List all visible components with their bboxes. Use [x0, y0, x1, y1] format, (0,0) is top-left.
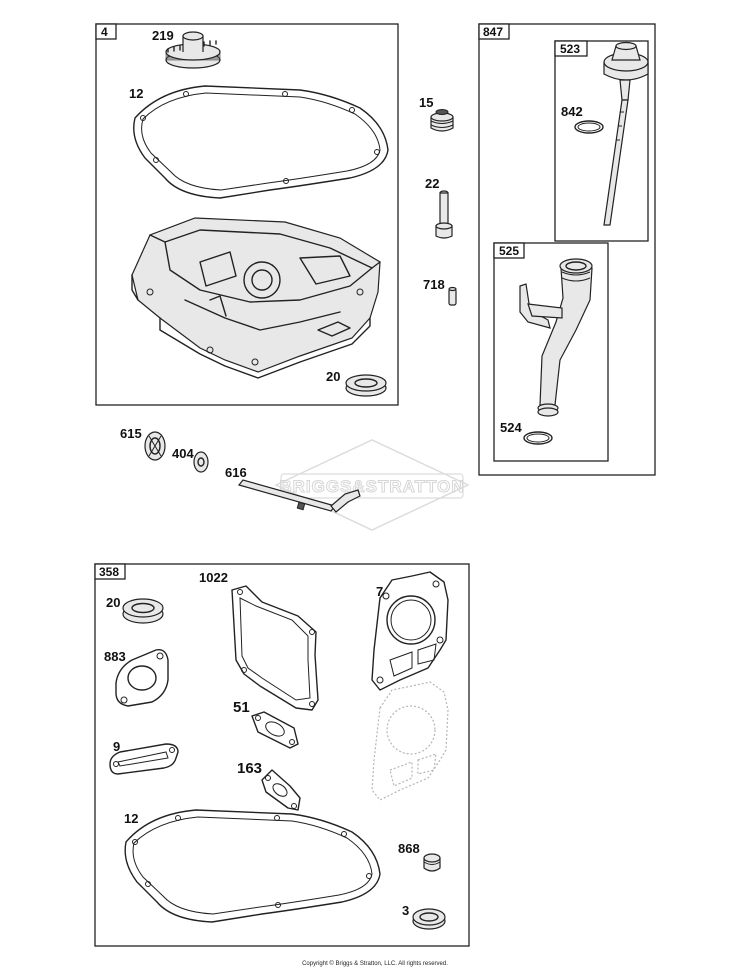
dipstick-box-label: 523 — [560, 42, 580, 56]
seal-3-part — [412, 908, 446, 930]
gasket-883-part — [115, 649, 169, 707]
callout-219: 219 — [152, 28, 174, 43]
head-gasket-ghost-part — [371, 681, 449, 801]
callout-22: 22 — [425, 176, 439, 191]
valve-seal-part — [423, 853, 441, 872]
callout-718: 718 — [423, 277, 445, 292]
gasket-9-part — [109, 743, 179, 775]
dipstick-tube-part — [519, 258, 593, 417]
sump-housing-part — [131, 217, 381, 379]
callout-163: 163 — [237, 760, 262, 777]
dowel-pin-part — [448, 286, 457, 306]
tube-box-label: 525 — [499, 244, 519, 258]
dipstick-kit-box: 847 523 525 — [478, 23, 656, 476]
drain-plug-part — [430, 109, 454, 132]
callout-842: 842 — [561, 104, 583, 119]
gasket-1022-part — [231, 585, 319, 711]
callout-7: 7 — [376, 584, 383, 599]
cam-gear-part — [165, 31, 221, 69]
sump-gasket-top — [133, 85, 389, 199]
gasket-set-box: 358 — [94, 563, 470, 947]
callout-1022: 1022 — [199, 570, 228, 585]
callout-20-kit: 20 — [106, 595, 120, 610]
dipstick-oring-part — [574, 120, 604, 134]
callout-12-bottom: 12 — [124, 811, 138, 826]
callout-9: 9 — [113, 739, 120, 754]
brand-watermark: BRIGGS&STRATTON — [274, 439, 470, 531]
governor-part — [144, 431, 166, 461]
oil-seal-top-part — [345, 374, 387, 397]
tube-oring-part — [523, 431, 553, 445]
sump-gasket-bottom — [124, 809, 381, 923]
callout-3: 3 — [402, 903, 409, 918]
callout-15: 15 — [419, 95, 433, 110]
head-gasket-part — [371, 571, 449, 691]
dipstick-kit-box-label: 847 — [483, 25, 503, 39]
gasket-set-box-label: 358 — [99, 565, 119, 579]
dipstick-part — [603, 41, 649, 226]
watermark-text: BRIGGS&STRATTON — [279, 477, 464, 496]
oil-seal-kit-part — [122, 598, 164, 624]
callout-51: 51 — [233, 699, 250, 716]
governor-shaft-part — [237, 479, 361, 513]
callout-868: 868 — [398, 841, 420, 856]
callout-20-top: 20 — [326, 369, 340, 384]
sump-screw-part — [435, 190, 453, 239]
sump-assembly-box: 4 — [95, 23, 399, 406]
callout-12-top: 12 — [129, 86, 143, 101]
callout-883: 883 — [104, 649, 126, 664]
sump-box-label: 4 — [101, 25, 108, 39]
washer-part — [193, 451, 209, 473]
gasket-163-part — [261, 769, 301, 811]
copyright-notice: Copyright © Briggs & Stratton, LLC. All … — [302, 961, 448, 967]
callout-615: 615 — [120, 426, 142, 441]
callout-524: 524 — [500, 420, 522, 435]
callout-616: 616 — [225, 465, 247, 480]
callout-404: 404 — [172, 446, 194, 461]
gasket-51-part — [251, 711, 299, 749]
